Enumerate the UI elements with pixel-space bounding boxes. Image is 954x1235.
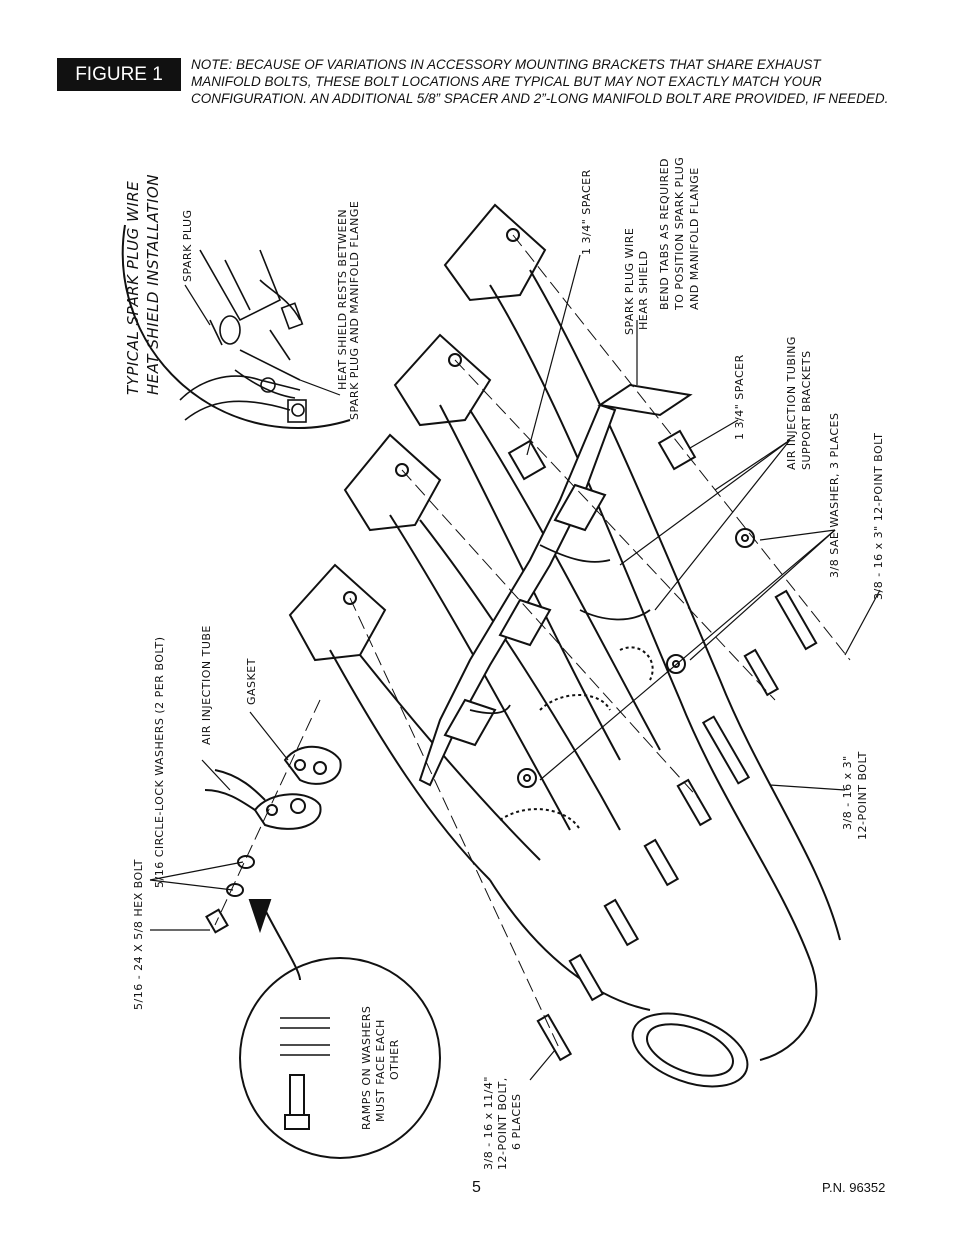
part-number: P.N. 96352 [822, 1180, 886, 1195]
air-injection-tube-flange [204, 769, 322, 830]
leader-shield-rests [299, 379, 341, 396]
label-heat-shield-5: AND MANIFOLD FLANGE [688, 167, 701, 310]
label-heat-shield-3: BEND TABS AS REQUIRED [658, 158, 671, 310]
label-bolt-six-3: 6 PLACES [510, 1094, 523, 1150]
label-heat-shield-2: HEAR SHIELD [637, 251, 650, 330]
label-shield-rests-2: SPARK PLUG AND MANIFOLD FLANGE [348, 201, 361, 420]
inset-title-line-2: HEAT SHIELD INSTALLATION [144, 174, 162, 395]
label-heat-shield-4: TO POSITION SPARK PLUG [673, 157, 686, 311]
label-sae-washer: 3/8 SAE WASHER, 3 PLACES [828, 413, 841, 578]
label-air-tube: AIR INJECTION TUBE [200, 625, 213, 745]
label-heat-shield-1: SPARK PLUG WIRE [623, 228, 636, 335]
label-hex-bolt: 5/16 - 24 X 5/8 HEX BOLT [132, 859, 145, 1010]
inset-title-line-1: TYPICAL SPARK PLUG WIRE [124, 181, 142, 395]
circle-lock-washers [226, 855, 255, 897]
figure-label: FIGURE 1 [57, 58, 181, 91]
label-shield-rests-1: HEAT SHIELD RESTS BETWEEN [336, 209, 349, 390]
label-bolt-six-2: 12-POINT BOLT, [496, 1077, 509, 1170]
label-bolt-12pt-b-1: 3/8 - 16 x 3" [841, 755, 854, 830]
alignment-lines [214, 234, 851, 1051]
label-spacer-b: 1 3/4" SPACER [733, 354, 746, 440]
heat-shield-inset [121, 224, 351, 429]
label-air-tubing-2: SUPPORT BRACKETS [800, 350, 813, 470]
installation-note: NOTE: BECAUSE OF VARIATIONS IN ACCESSORY… [191, 57, 889, 106]
bolts [205, 589, 818, 1062]
label-bolt-12pt-b-2: 12-POINT BOLT [856, 751, 869, 840]
label-spark-plug: SPARK PLUG [181, 209, 194, 282]
spacer-b [657, 429, 697, 471]
label-bolt-12pt-a: 3/8 - 16 x 3" 12-POINT BOLT [872, 432, 885, 600]
label-spacer-a: 1 3/4" SPACER [580, 169, 593, 255]
leader-lines [149, 254, 881, 1081]
label-gasket: GASKET [245, 658, 258, 705]
label-ramps-1: RAMPS ON WASHERS [360, 1006, 373, 1130]
air-injection-brackets [469, 544, 651, 715]
label-ramps-3: OTHER [388, 1039, 401, 1080]
inset-title: TYPICAL SPARK PLUG WIRE HEAT SHIELD INST… [124, 174, 162, 395]
label-lock-washers: 5/16 CIRCLE-LOCK WASHERS (2 PER BOLT) [153, 636, 166, 888]
exhaust-manifold [288, 203, 841, 1088]
spark-plug-heat-shield [418, 383, 693, 787]
label-bolt-six-1: 3/8 - 16 x 11/4" [482, 1076, 495, 1170]
leader-spark-plug [184, 284, 211, 326]
gasket [283, 745, 342, 785]
label-ramps-2: MUST FACE EACH [374, 1019, 387, 1122]
label-air-tubing-1: AIR INJECTION TUBING [785, 336, 798, 470]
spacer-a [507, 439, 547, 481]
page-number: 5 [472, 1179, 481, 1196]
washer-ramp-inset [239, 899, 441, 1159]
